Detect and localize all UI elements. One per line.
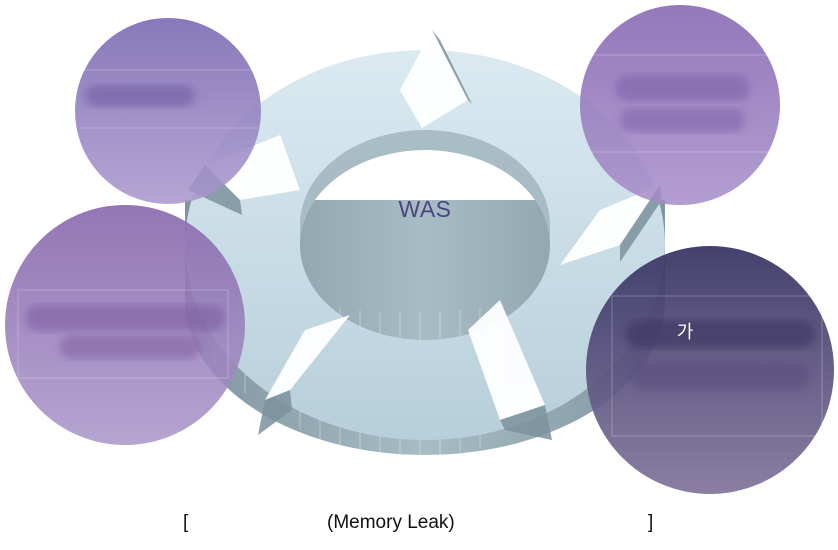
- center-label-was: WAS: [398, 196, 452, 222]
- bubble-left: [5, 205, 245, 445]
- bubble-top-left: [75, 18, 261, 204]
- caption-text: (Memory Leak): [327, 512, 455, 533]
- caption-open-bracket: [: [183, 512, 189, 533]
- arrow-notch-bottom-right: [468, 300, 545, 420]
- caption-close-bracket: ]: [648, 512, 654, 533]
- arrow-notch-left: [205, 135, 300, 200]
- bubble-right-label: 가: [676, 322, 694, 342]
- figure-caption: [ (Memory Leak) ]: [0, 512, 838, 542]
- bubble-top-right: [580, 5, 780, 205]
- arrow-notch-bottom-left: [265, 315, 350, 400]
- ring-inner-wall: [300, 130, 550, 245]
- cycle-ring: [185, 30, 665, 457]
- arrow-notch-top: [400, 30, 468, 128]
- arrow-notch-right: [560, 185, 660, 265]
- bubble-right: [586, 246, 834, 494]
